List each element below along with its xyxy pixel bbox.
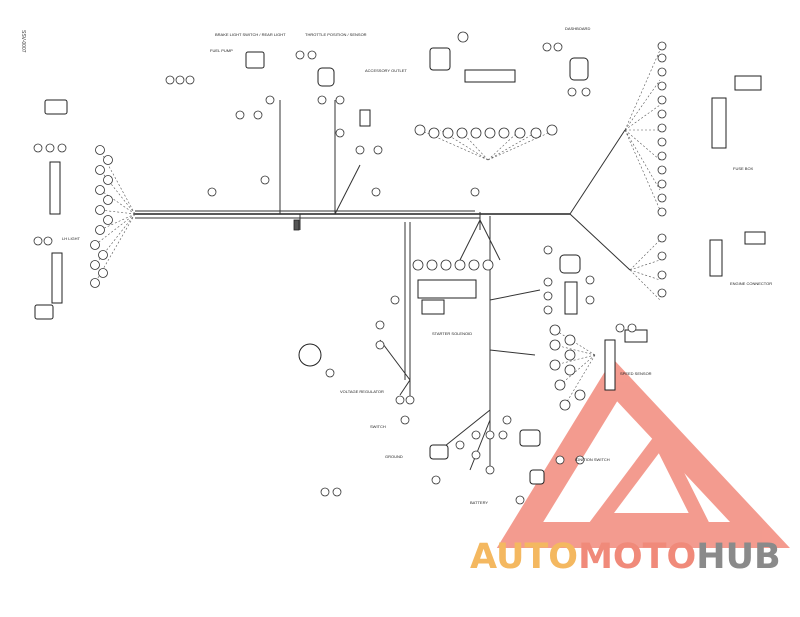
watermark-part-auto: AUTO xyxy=(470,537,578,577)
component-label: FUSE BOX xyxy=(733,166,754,171)
wire-bubbles xyxy=(33,31,667,505)
component-label: FUEL PUMP xyxy=(210,48,233,53)
component-label: STARTER SOLENOID xyxy=(432,331,472,336)
main-harness xyxy=(135,100,631,471)
watermark-part-moto: MOTO xyxy=(578,537,696,577)
connectors xyxy=(34,47,766,485)
component-label: ENGINE CONNECTOR xyxy=(730,281,772,286)
component-labels: SSV-0007 BRAKE LIGHT SWITCH / REAR LIGHT… xyxy=(20,26,772,505)
component-label: IGNITION SWITCH xyxy=(575,457,610,462)
component-label: GROUND xyxy=(385,454,403,459)
watermark-text: AUTOMOTOHUB xyxy=(470,537,781,577)
component-label: BRAKE LIGHT SWITCH / REAR LIGHT xyxy=(215,32,286,37)
component-label: SWITCH xyxy=(370,424,386,429)
component-label: LH LIGHT xyxy=(62,236,81,241)
component-label: SPEED SENSOR xyxy=(620,371,652,376)
component-label: BATTERY xyxy=(470,500,488,505)
component-label: THROTTLE POSITION / SENSOR xyxy=(305,32,367,37)
doc-id-label: SSV-0007 xyxy=(20,30,26,53)
component-label: ACCESSORY OUTLET xyxy=(365,68,407,73)
component-label: VOLTAGE REGULATOR xyxy=(340,389,384,394)
component-label: DASHBOARD xyxy=(565,26,590,31)
watermark-logo xyxy=(496,358,790,548)
watermark-part-hub: HUB xyxy=(696,537,780,577)
fan-wires xyxy=(94,49,661,406)
